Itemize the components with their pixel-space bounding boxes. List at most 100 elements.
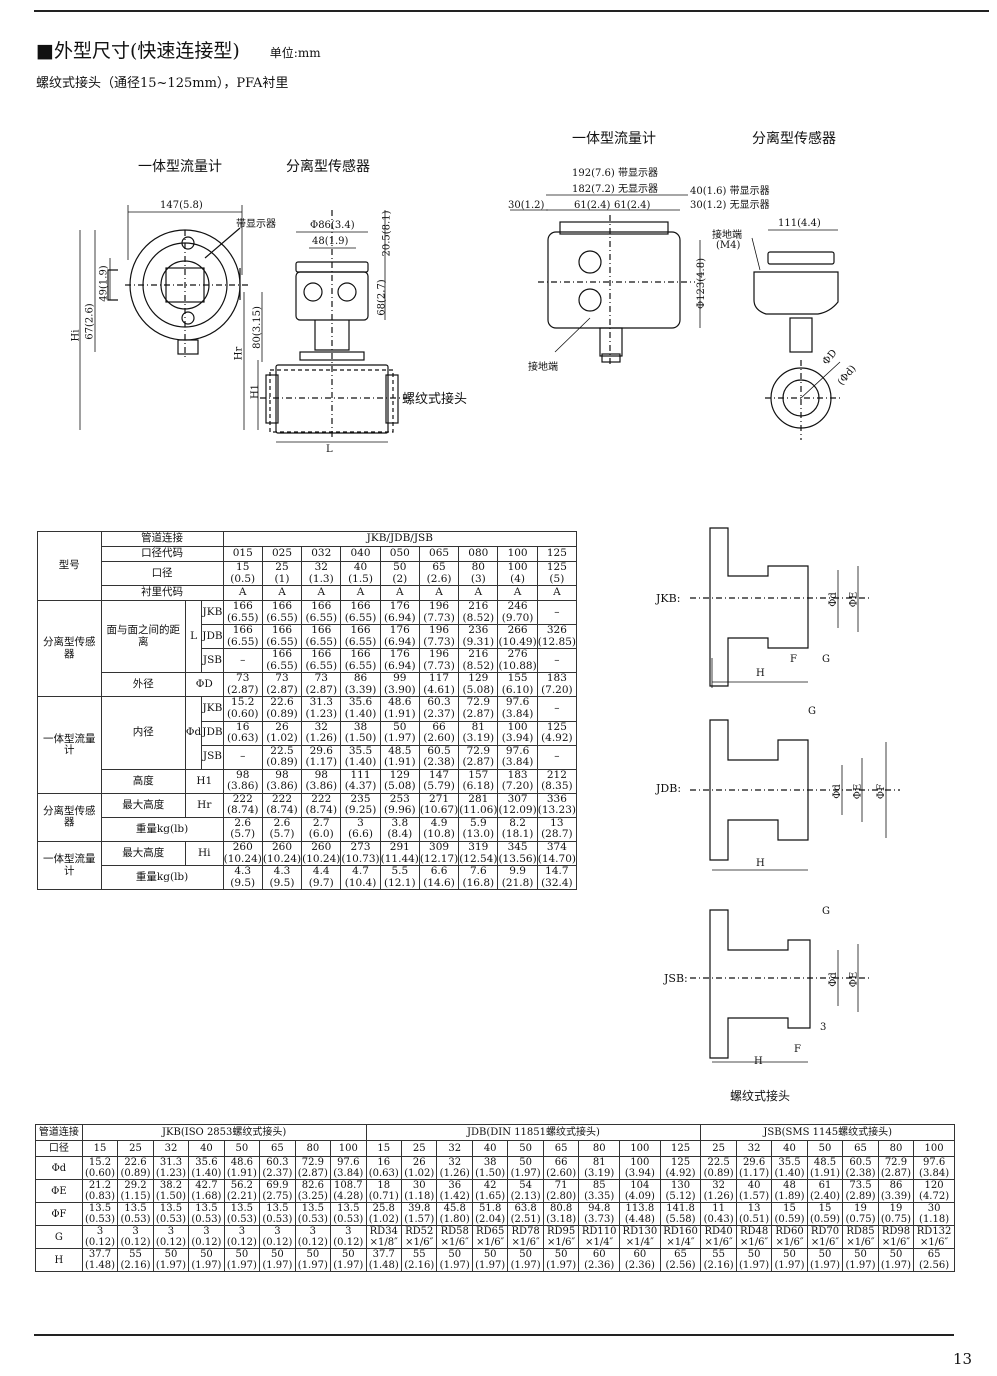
size-cell: 100 bbox=[330, 1140, 367, 1157]
cell-text: 73.5 bbox=[849, 1180, 872, 1191]
table-cell: 60.3(2.37) bbox=[418, 696, 460, 722]
table-cell: 60.3(2.37) bbox=[259, 1156, 296, 1180]
cell-text: 21.2 bbox=[88, 1180, 112, 1191]
cell-text: (10.73) bbox=[341, 852, 380, 865]
row-label: H bbox=[35, 1248, 83, 1272]
cell-text: 50 bbox=[483, 1249, 497, 1260]
sep-sensor-group: 分离型传感器 bbox=[37, 600, 102, 698]
dim-192: 192(7.6) 带显示器 bbox=[572, 168, 658, 179]
table-cell: JSB bbox=[201, 744, 224, 770]
cell-text: 72.9 bbox=[466, 696, 491, 709]
table-cell: 183(7.20) bbox=[536, 672, 578, 698]
cell-text: (1.97) bbox=[739, 1260, 770, 1271]
cell-text: 222 bbox=[311, 792, 332, 805]
cell-text: 37.7 bbox=[372, 1249, 395, 1260]
size-cell: 50 bbox=[223, 1140, 261, 1157]
table-cell: 6.6(14.6) bbox=[418, 865, 460, 891]
cell-text: (4.37) bbox=[344, 780, 377, 793]
cell-text: 260 bbox=[271, 841, 293, 854]
cell-text: 166 bbox=[271, 648, 293, 661]
table-cell: 155(6.10) bbox=[497, 672, 538, 698]
cell-text: (6.55) bbox=[266, 659, 298, 672]
pipe-conn-value: JKB/JDB/JSB bbox=[222, 531, 578, 547]
cell-text: ×1/6″ bbox=[810, 1237, 840, 1248]
table-cell: 29.6(1.17) bbox=[301, 744, 342, 770]
table-cell: 50(1.97) bbox=[436, 1248, 473, 1272]
table-cell: RD65×1/6″ bbox=[471, 1225, 509, 1249]
size-code-cell: 080 bbox=[458, 546, 499, 562]
cell-text: 50 bbox=[854, 1249, 867, 1260]
size-cell: 32 bbox=[436, 1140, 473, 1157]
table-cell: 4.9(10.8) bbox=[418, 816, 460, 843]
cell-text: 2.7 bbox=[312, 816, 330, 829]
table-cell: A bbox=[379, 585, 420, 602]
cell-text: (0.12) bbox=[191, 1237, 222, 1248]
cell-text: (0.12) bbox=[262, 1237, 293, 1248]
table-cell: RD78×1/6″ bbox=[507, 1225, 544, 1249]
table-cell: 157(6.18) bbox=[458, 768, 499, 794]
table-cell: 50(1.97) bbox=[771, 1248, 808, 1272]
table-cell: 32(1.26) bbox=[301, 720, 342, 746]
cell-text: 222 bbox=[271, 792, 293, 805]
cell-text: (4) bbox=[510, 572, 526, 585]
cell-text: (1.48) bbox=[84, 1260, 116, 1271]
table-cell: 7.6(16.8) bbox=[458, 865, 499, 891]
jdb-header: JDB(DIN 11851螺纹式接头) bbox=[365, 1124, 702, 1141]
table-cell: 246(9.70) bbox=[497, 600, 538, 626]
cell-text: (1.65) bbox=[475, 1191, 506, 1202]
cell-text: 32 bbox=[712, 1180, 725, 1191]
thread-label-left: 螺纹式接头 bbox=[402, 392, 468, 407]
table-cell: 30(1.18) bbox=[913, 1202, 955, 1226]
cell-text: 32 bbox=[314, 720, 328, 733]
table-cell: RD160×1/4″ bbox=[659, 1225, 702, 1249]
table-cell: 147(5.79) bbox=[418, 768, 460, 794]
table-cell: 56.2(2.21) bbox=[223, 1179, 261, 1203]
cell-text: (1.91) bbox=[384, 708, 416, 721]
cell-text: ×1/6″ bbox=[881, 1237, 911, 1248]
table-cell: 65(2.56) bbox=[913, 1248, 955, 1272]
table-cell: 15(0.5) bbox=[222, 560, 263, 587]
phid-symbol: Φd bbox=[184, 696, 203, 770]
table-cell: 48.5(1.91) bbox=[806, 1156, 844, 1180]
cell-text: 271 bbox=[429, 792, 450, 805]
Hr-symbol: Hr bbox=[184, 792, 224, 818]
table-cell: – bbox=[536, 648, 578, 674]
cell-text: 166 bbox=[350, 600, 371, 613]
weight-label: 重量kg(lb) bbox=[100, 816, 224, 843]
cell-text: (2.51) bbox=[510, 1214, 541, 1225]
table-cell: 3(0.12) bbox=[223, 1225, 261, 1249]
cell-text: (2.87) bbox=[226, 683, 259, 696]
cell-text: ×1/6″ bbox=[511, 1237, 540, 1248]
cell-text: 65 bbox=[927, 1249, 941, 1260]
cell-text: 4.4 bbox=[312, 865, 330, 878]
table-cell: 3.8(8.4) bbox=[379, 816, 420, 843]
cell-text: 97.6 bbox=[505, 696, 530, 709]
row-label: Φd bbox=[35, 1156, 83, 1180]
fitting-jkb-drawing bbox=[690, 527, 870, 688]
cell-text: (2.60) bbox=[423, 732, 455, 745]
cell-text: 63.8 bbox=[514, 1203, 537, 1214]
size-code-cell: 040 bbox=[340, 546, 381, 562]
table-cell: 166(6.55) bbox=[301, 600, 342, 626]
cell-text: (1.15) bbox=[120, 1191, 151, 1202]
jkb-f: F bbox=[790, 654, 797, 665]
cell-text: (3.94) bbox=[624, 1168, 655, 1179]
cell-text: (9.25) bbox=[344, 804, 377, 817]
jdb-g: G bbox=[808, 706, 816, 717]
cell-text: 13.5 bbox=[124, 1203, 147, 1214]
cell-text: 18 bbox=[377, 1180, 391, 1191]
table-cell: 35.6(1.40) bbox=[340, 696, 381, 722]
table-cell: 72.9(2.87) bbox=[458, 696, 499, 722]
cell-text: (8.74) bbox=[226, 804, 259, 817]
cell-text: (2.87) bbox=[266, 683, 298, 696]
cell-text: 13.5 bbox=[266, 1203, 289, 1214]
cell-text: (1) bbox=[274, 572, 290, 585]
table-cell: 222(8.74) bbox=[301, 792, 342, 818]
cell-text: (0.59) bbox=[774, 1214, 805, 1225]
cell-text: (7.73) bbox=[423, 635, 455, 648]
table-cell: 48.6(1.91) bbox=[379, 696, 420, 722]
cell-text: (3.84) bbox=[501, 756, 534, 769]
table-cell: 82.6(3.25) bbox=[294, 1179, 332, 1203]
cell-text: 29.6 bbox=[309, 744, 333, 757]
